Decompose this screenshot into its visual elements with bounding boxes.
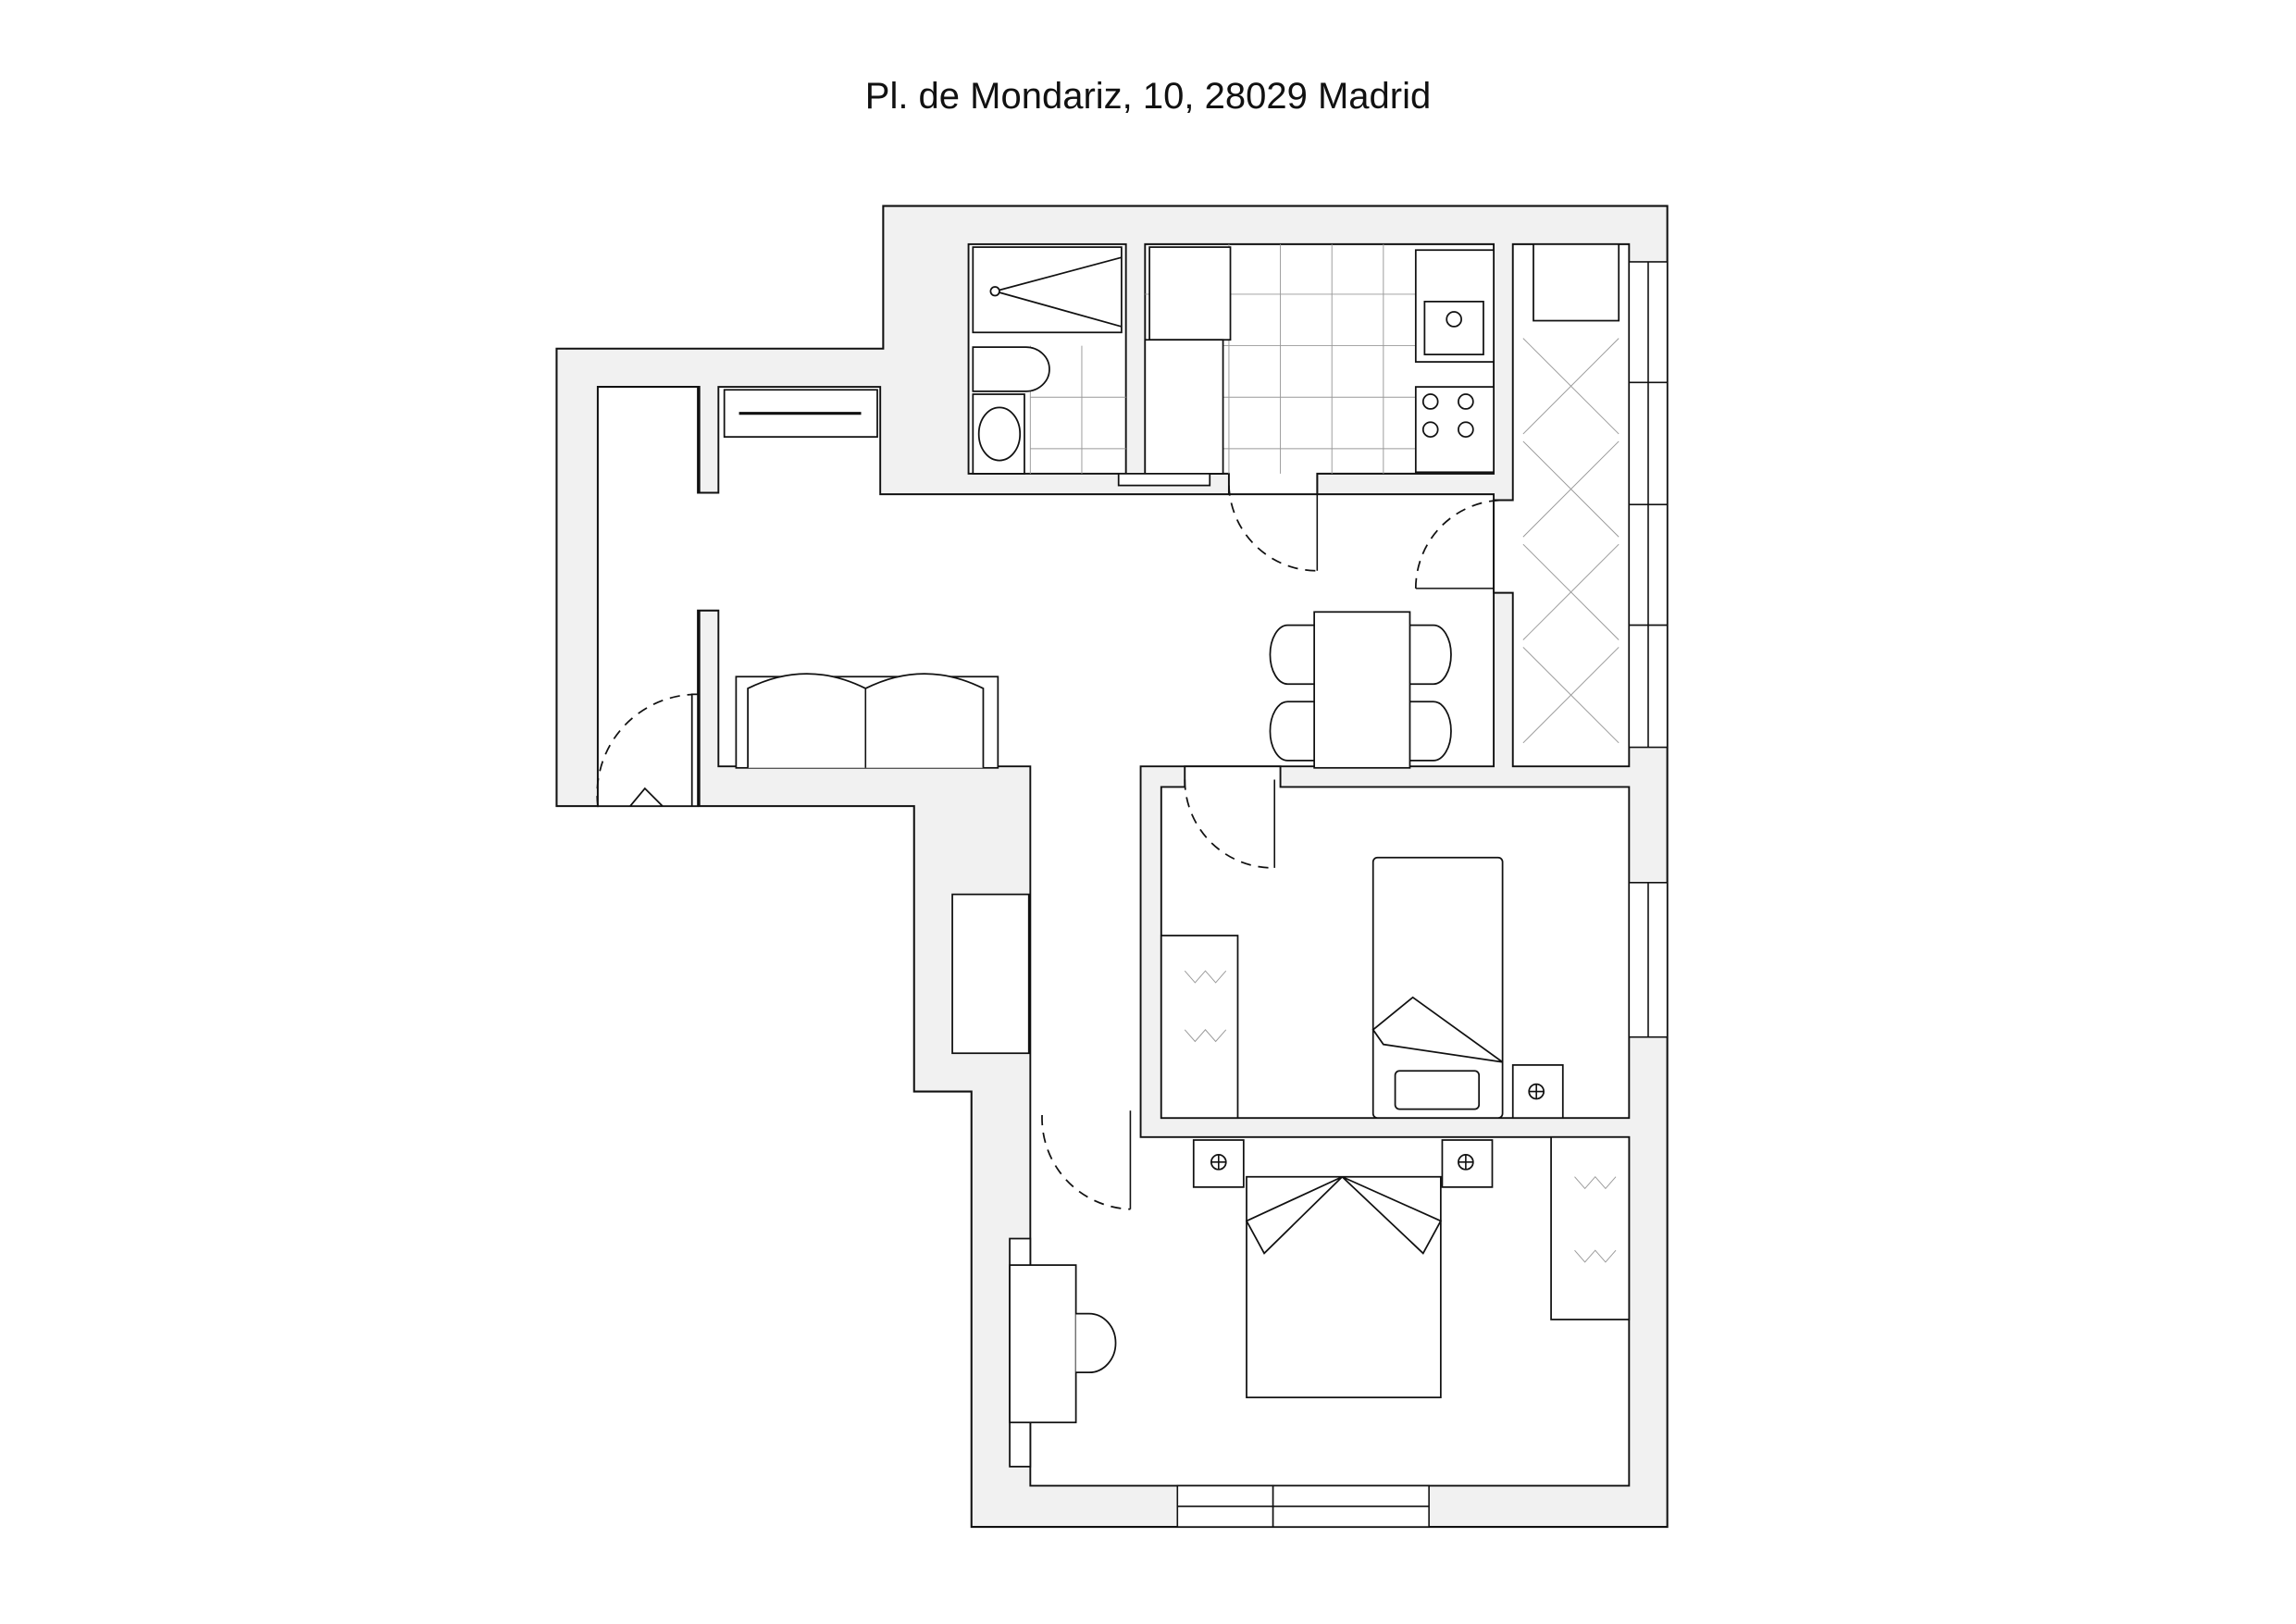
kitchen-tiles — [1029, 243, 1620, 744]
kitchen-fixtures — [1117, 243, 1620, 487]
windows — [1176, 261, 1669, 1528]
bedroom-1-furniture — [1160, 856, 1564, 1120]
hall-cabinet — [951, 893, 1030, 1055]
doors — [596, 485, 1502, 1210]
laundry-room — [1493, 242, 1631, 768]
bathroom-fixtures — [972, 246, 1123, 475]
bedroom-2-furniture — [1009, 1135, 1631, 1468]
sofa — [735, 673, 999, 769]
dining-table — [1269, 611, 1452, 769]
plan-address: Pl. de Mondariz, 10, 28029 Madrid — [864, 76, 1432, 117]
